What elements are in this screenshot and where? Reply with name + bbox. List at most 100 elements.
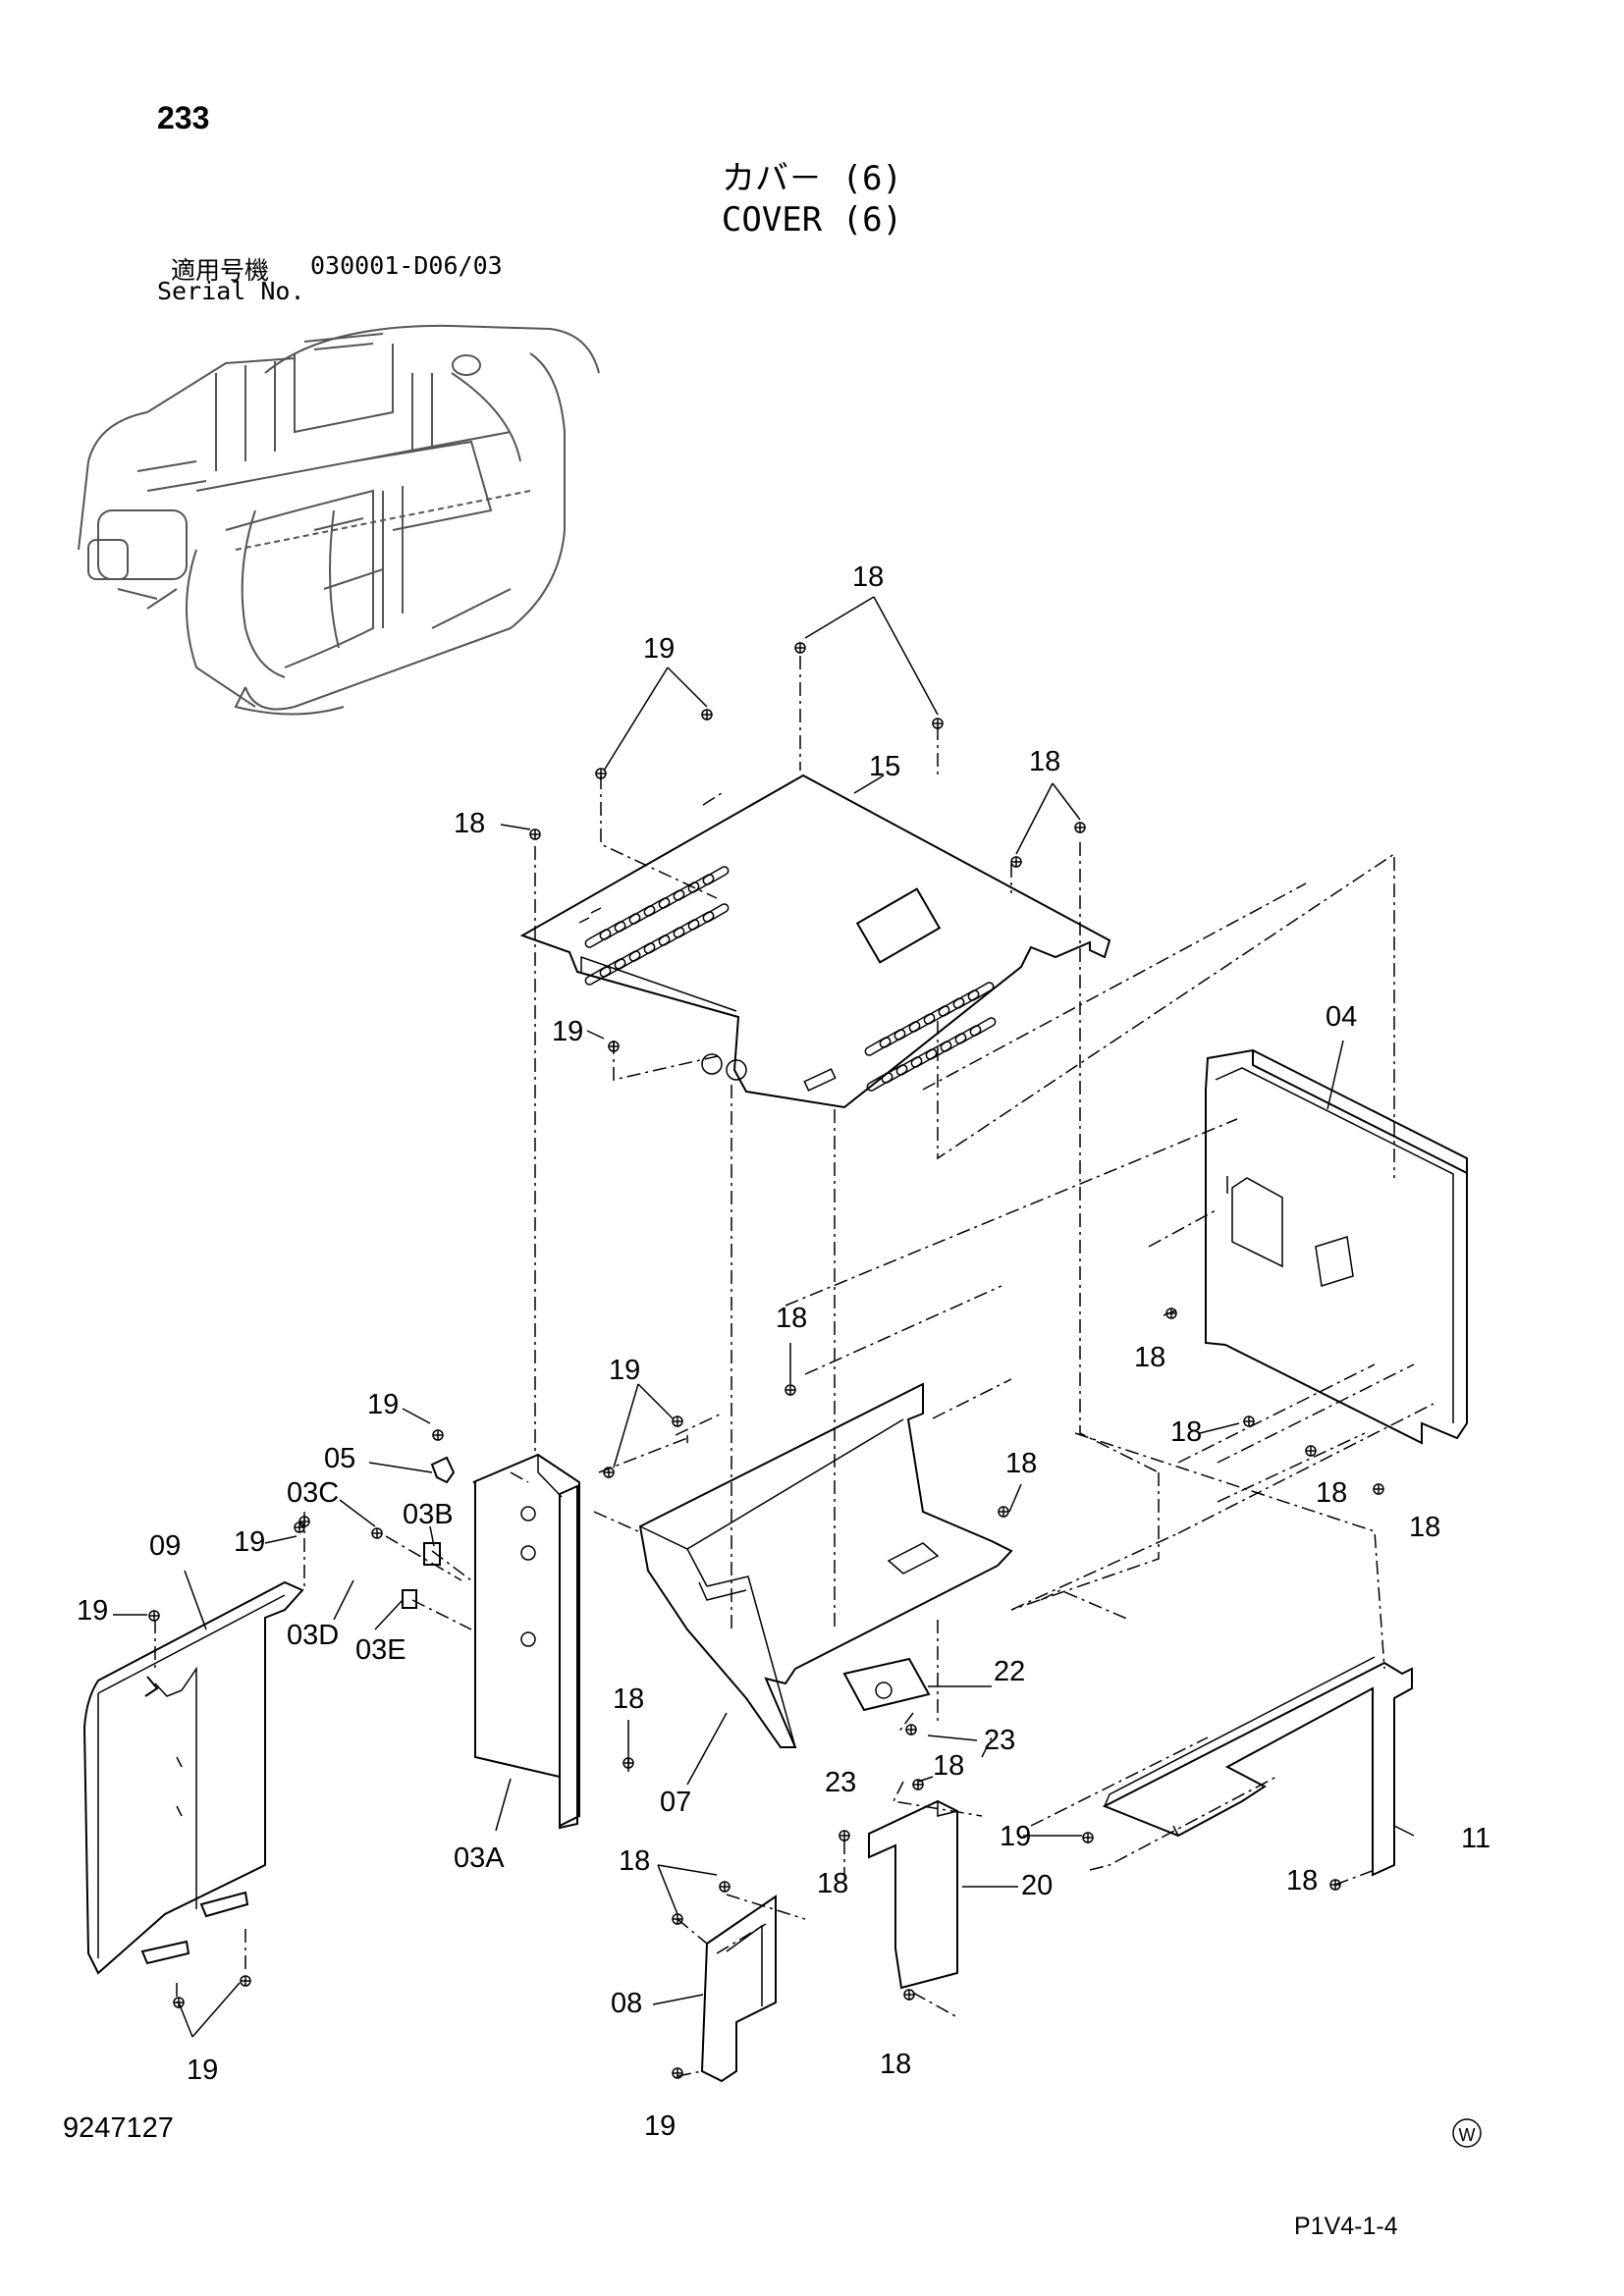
bolt-icon: [432, 1429, 444, 1441]
part-15-vent-slots: [584, 866, 997, 1092]
vent-slot: [969, 1017, 997, 1037]
title-japanese: カバ－ (6): [722, 159, 902, 198]
callout-09: 09: [149, 1530, 181, 1562]
callout-03a: 03A: [454, 1842, 505, 1874]
bolt-icon: [785, 1384, 796, 1396]
part-11-bracket: [1102, 1656, 1413, 1877]
callout-19: 19: [77, 1595, 108, 1627]
vent-slot: [910, 1048, 938, 1068]
callout-18: 18: [817, 1868, 848, 1899]
vent-slot: [628, 942, 656, 962]
callout-19: 19: [367, 1389, 399, 1420]
assembly-lines: [154, 656, 1435, 2077]
callout-18: 18: [1134, 1342, 1165, 1373]
callout-18: 18: [1029, 746, 1060, 777]
vent-slot: [952, 989, 980, 1009]
vent-slot: [866, 1072, 893, 1092]
vent-slot: [614, 950, 641, 970]
part-22-plate: [842, 1657, 931, 1712]
bolt-icon: [794, 642, 806, 654]
bolt-markers: [148, 642, 1384, 2079]
vent-slot: [658, 889, 685, 909]
callout-05: 05: [324, 1443, 355, 1474]
callout-03e: 03E: [355, 1634, 406, 1666]
callout-07: 07: [660, 1787, 691, 1818]
bolt-icon: [672, 2067, 683, 2079]
callout-03b: 03B: [403, 1499, 454, 1530]
vent-slot: [599, 921, 626, 940]
callout-15: 15: [869, 751, 900, 782]
part-09-left-frame: [82, 1580, 304, 1975]
bolt-icon: [905, 1724, 917, 1735]
vent-slot: [628, 905, 656, 925]
callout-18: 18: [933, 1750, 964, 1782]
callout-18: 18: [613, 1683, 644, 1715]
vent-slot: [584, 966, 612, 986]
leader-lines: [113, 596, 1415, 2038]
bolt-icon: [1074, 822, 1086, 833]
vent-slot: [599, 958, 626, 978]
mark-letter: W: [1459, 2125, 1476, 2145]
part-15-top-cover: [519, 774, 1111, 1109]
vent-slot: [658, 927, 685, 946]
vent-slot: [687, 874, 715, 893]
title-english: COVER (6): [721, 200, 903, 240]
callout-18: 18: [1170, 1416, 1202, 1448]
vent-slot: [687, 911, 715, 931]
callout-20: 20: [1021, 1870, 1053, 1901]
callout-19: 19: [643, 633, 675, 665]
bolt-icon: [1243, 1415, 1255, 1427]
circled-w-mark: W: [1452, 2118, 1482, 2148]
vent-slot: [881, 1064, 908, 1084]
serial-label-japanese: 適用号機: [171, 256, 270, 285]
part-20-bracket: [868, 1799, 958, 1990]
bolt-icon: [1010, 856, 1022, 868]
callout-18: 18: [1005, 1448, 1037, 1479]
callout-19: 19: [552, 1016, 583, 1047]
callout-18: 18: [880, 2049, 911, 2080]
vent-slot: [702, 903, 730, 923]
callout-18: 18: [1316, 1477, 1347, 1509]
page-code: P1V4-1-4: [1294, 2213, 1398, 2240]
vent-slot: [938, 997, 965, 1017]
vent-slot: [673, 881, 700, 901]
callout-23: 23: [984, 1725, 1015, 1756]
callout-11: 11: [1461, 1823, 1490, 1854]
callout-18: 18: [852, 561, 884, 593]
callout-18: 18: [776, 1303, 807, 1334]
part-07-lower-box: [638, 1382, 1013, 1748]
bolt-icon: [672, 1415, 683, 1427]
part-08-bracket: [700, 1895, 777, 2083]
vent-slot: [643, 897, 671, 917]
bolt-icon: [240, 1975, 251, 1987]
callout-04: 04: [1326, 1001, 1357, 1033]
callout-18: 18: [1409, 1512, 1440, 1543]
callout-19: 19: [234, 1526, 265, 1558]
vent-slot: [954, 1025, 982, 1044]
vent-slot: [893, 1021, 921, 1041]
callout-19: 19: [609, 1355, 640, 1386]
bolt-icon: [998, 1506, 1009, 1518]
callout-labels: 18 19 15 18 18 19 04 18 19 19 05 03C 03B…: [77, 561, 1490, 2142]
vent-slot: [923, 1005, 950, 1025]
vent-slot: [673, 919, 700, 938]
vent-slot: [940, 1033, 967, 1052]
vent-slot: [584, 929, 612, 948]
callout-03c: 03C: [287, 1477, 339, 1509]
drawing-number: 9247127: [63, 2112, 174, 2144]
callout-18: 18: [619, 1845, 650, 1877]
bolt-icon: [839, 1830, 850, 1842]
vent-slot: [908, 1013, 936, 1033]
bolt-icon: [903, 1989, 915, 2001]
serial-label-english: Serial No.: [157, 277, 305, 305]
part-04-side-panel: [1205, 1048, 1468, 1445]
machine-overview-thumbnail: [78, 324, 600, 716]
vent-slot: [614, 913, 641, 933]
vent-slot: [879, 1029, 906, 1048]
bolt-icon: [148, 1610, 160, 1622]
callout-18: 18: [1286, 1865, 1318, 1896]
vent-slot: [967, 982, 995, 1001]
vent-slot: [895, 1056, 923, 1076]
